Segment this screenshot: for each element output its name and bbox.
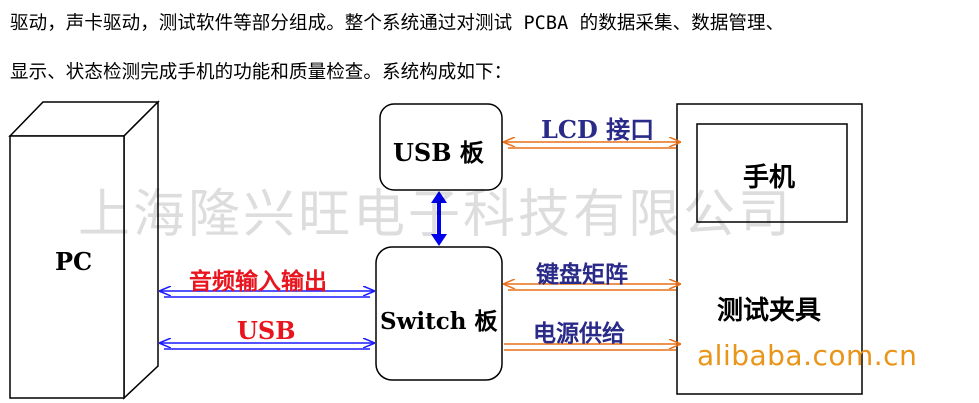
phone-label: 手机 xyxy=(743,163,796,193)
pc-label: PC xyxy=(55,247,93,276)
intro-line-1: 驱动，声卡驱动，测试软件等部分组成。整个系统通过对测试 PCBA 的数据采集、数… xyxy=(10,13,785,34)
usb-switch-arrow xyxy=(431,191,447,246)
lcd-link-label: LCD 接口 xyxy=(541,115,655,144)
usb-link-arrow xyxy=(160,343,374,350)
power-link-label: 电源供给 xyxy=(533,320,625,347)
keypad-link-label: 键盘矩阵 xyxy=(536,261,628,288)
switch-board-label: Switch 板 xyxy=(380,308,498,335)
switch-board-block xyxy=(375,246,503,381)
audio-link-label: 音频输入输出 xyxy=(189,268,327,295)
brand-watermark: alibaba.com.cn xyxy=(697,339,918,372)
pc-block xyxy=(8,100,160,400)
lcd-link-arrow xyxy=(504,142,680,149)
power-link-arrow xyxy=(504,344,680,351)
company-watermark: 上海隆兴旺电子科技有限公司 xyxy=(78,185,794,245)
fixture-label: 测试夹具 xyxy=(717,296,822,326)
usb-board-label: USB 板 xyxy=(393,138,484,167)
audio-link-arrow xyxy=(160,291,374,298)
usb-link-label: USB xyxy=(237,316,296,345)
keypad-link-arrow xyxy=(504,284,680,291)
phone-block xyxy=(696,123,848,223)
intro-line-2: 显示、状态检测完成手机的功能和质量检查。系统构成如下： xyxy=(10,62,513,83)
usb-board-block xyxy=(379,103,503,191)
